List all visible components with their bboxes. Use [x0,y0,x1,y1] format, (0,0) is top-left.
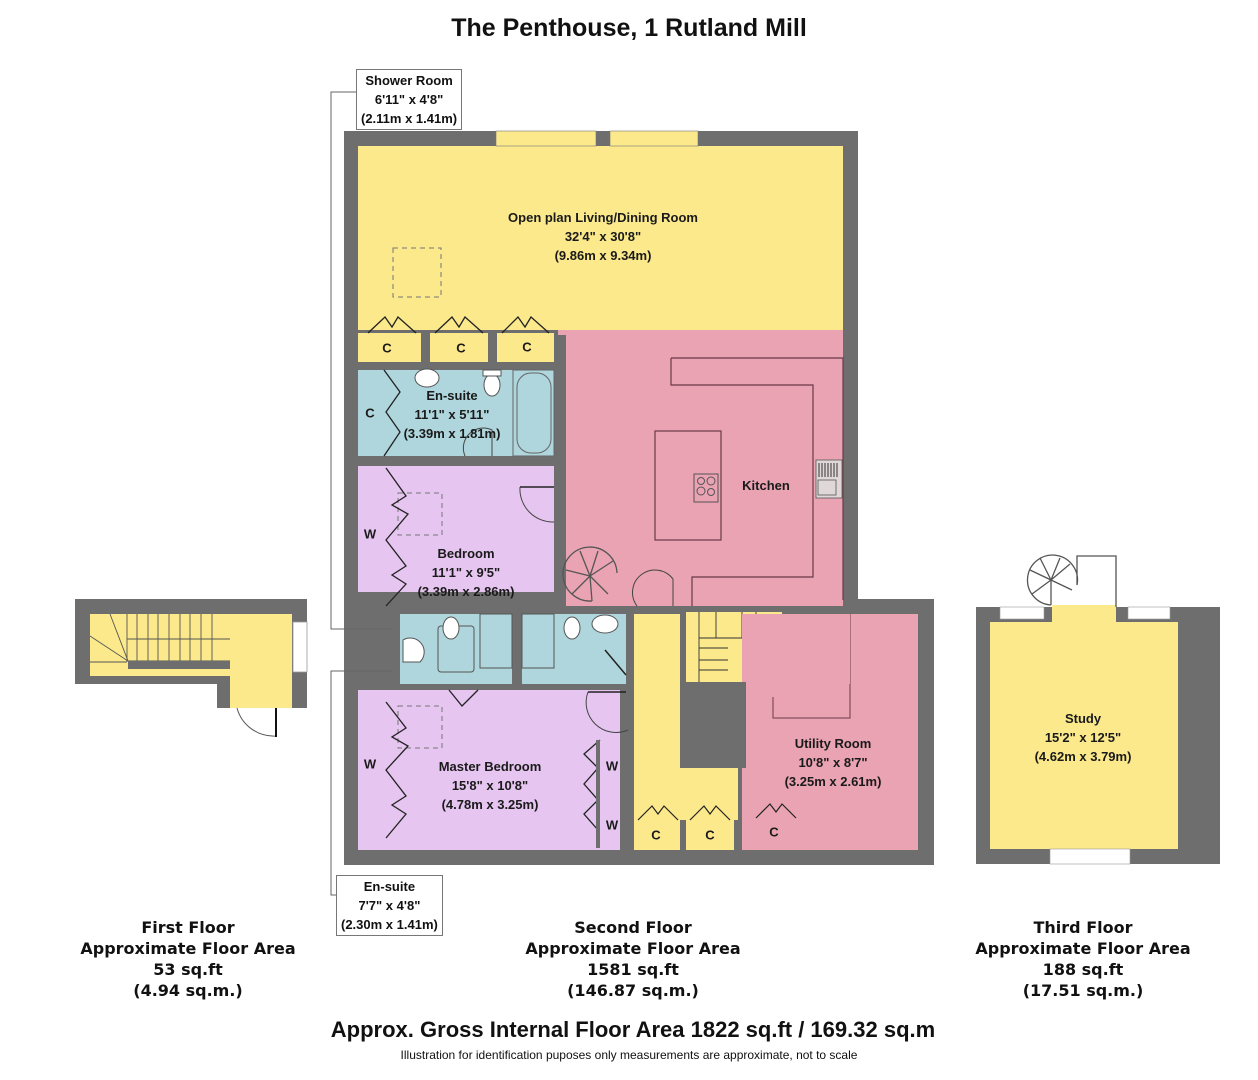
room-name: En-suite [426,388,478,403]
cupboard-marker: C [382,340,392,356]
disclaimer: Illustration for identification puposes … [400,1048,858,1062]
floor-area-sqft: 53 sq.ft [153,960,223,979]
floor-area-label: Approximate Floor Area [975,939,1191,958]
callout-metric: (2.30m x 1.41m) [341,917,438,932]
floor-summary-first: First Floor Approximate Floor Area 53 sq… [80,917,295,1001]
cupboard-marker: C [705,827,715,843]
room-name: Kitchen [742,478,790,493]
room-metric: (4.62m x 3.79m) [1034,749,1132,764]
third-floor-plan [976,554,1220,865]
cupboard-marker: C [522,339,532,355]
floor-summary-second: Second Floor Approximate Floor Area 1581… [525,917,740,1001]
callout-name: Shower Room [365,73,453,88]
room-label-master-bedroom: Master Bedroom 15'8" x 10'8" (4.78m x 3.… [439,757,542,814]
floor-area-sqm: (17.51 sq.m.) [1022,981,1144,1000]
cupboard-marker: C [651,827,661,843]
floor-name: Third Floor [1033,918,1133,937]
second-floor-plan [344,130,934,865]
room-label-utility: Utility Room 10'8" x 8'7" (3.25m x 2.61m… [785,734,882,791]
callout-ensuite: En-suite 7'7" x 4'8" (2.30m x 1.41m) [336,875,443,936]
room-imperial: 15'2" x 12'5" [1044,730,1122,745]
callout-shower-room: Shower Room 6'11" x 4'8" (2.11m x 1.41m) [356,69,463,130]
room-name: Open plan Living/Dining Room [508,210,698,225]
callout-imperial: 6'11" x 4'8" [374,92,444,107]
room-label-study: Study 15'2" x 12'5" (4.62m x 3.79m) [1035,709,1132,766]
room-imperial: 15'8" x 10'8" [451,778,529,793]
room-metric: (3.39m x 1.81m) [403,426,501,441]
room-metric: (4.78m x 3.25m) [441,797,539,812]
floor-area-label: Approximate Floor Area [80,939,296,958]
wardrobe-marker: W [363,526,377,542]
floor-area-sqft: 1581 sq.ft [587,960,679,979]
cupboard-marker: C [456,340,466,356]
callout-name: En-suite [363,879,416,894]
room-metric: (9.86m x 9.34m) [554,248,652,263]
callout-imperial: 7'7" x 4'8" [358,898,421,913]
wardrobe-marker: W [363,756,377,772]
gross-internal-area: Approx. Gross Internal Floor Area 1822 s… [330,1017,936,1042]
first-floor-plan [75,599,308,737]
wardrobe-marker: W [605,758,619,774]
room-label-bedroom: Bedroom 11'1" x 9'5" (3.39m x 2.86m) [418,544,515,601]
cupboard-marker: C [365,405,375,421]
room-name: Master Bedroom [438,759,542,774]
room-imperial: 10'8" x 8'7" [798,755,868,770]
wardrobe-marker: W [605,817,619,833]
room-imperial: 11'1" x 5'11" [414,407,490,422]
room-label-kitchen: Kitchen [742,476,790,495]
floor-area-sqft: 188 sq.ft [1042,960,1124,979]
room-name: Study [1064,711,1102,726]
floor-name: Second Floor [574,918,692,937]
cupboard-marker: C [769,824,779,840]
floor-name: First Floor [141,918,235,937]
room-imperial: 32'4" x 30'8" [564,229,642,244]
floor-area-label: Approximate Floor Area [525,939,741,958]
room-label-ensuite: En-suite 11'1" x 5'11" (3.39m x 1.81m) [404,386,501,443]
room-name: Bedroom [437,546,495,561]
room-label-living: Open plan Living/Dining Room 32'4" x 30'… [508,208,698,265]
callout-metric: (2.11m x 1.41m) [361,111,458,126]
room-imperial: 11'1" x 9'5" [431,565,501,580]
plan-title: The Penthouse, 1 Rutland Mill [451,14,807,42]
floor-area-sqm: (146.87 sq.m.) [567,981,699,1000]
room-name: Utility Room [794,736,872,751]
floor-area-sqm: (4.94 sq.m.) [133,981,243,1000]
floor-summary-third: Third Floor Approximate Floor Area 188 s… [975,917,1190,1001]
room-metric: (3.39m x 2.86m) [417,584,515,599]
room-metric: (3.25m x 2.61m) [784,774,882,789]
